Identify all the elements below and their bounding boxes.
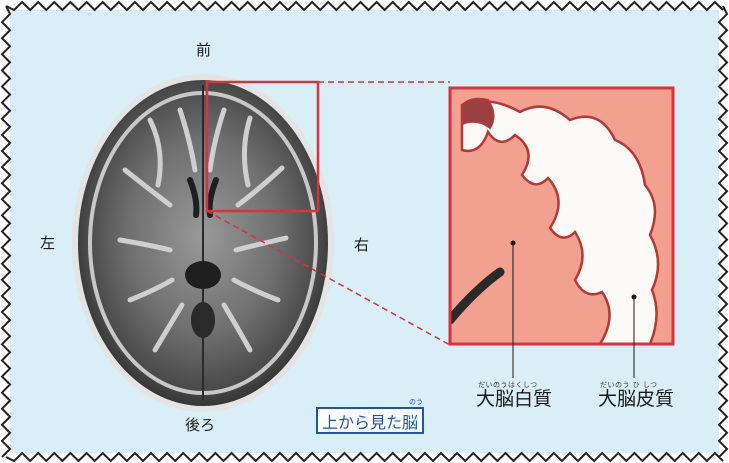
white-matter-label: 大脳白質	[476, 390, 552, 409]
cortex-zoom-panel	[450, 88, 673, 344]
mri-brain-image	[72, 74, 334, 412]
cortex-label: 大脳皮質	[598, 390, 674, 409]
caption-ruby: のう	[409, 397, 423, 407]
direction-front-label: 前	[196, 43, 211, 58]
direction-left-label: 左	[40, 236, 55, 251]
direction-back-label: 後ろ	[185, 418, 215, 433]
caption-box: 上から見た脳	[316, 407, 424, 434]
direction-right-label: 右	[354, 238, 369, 253]
